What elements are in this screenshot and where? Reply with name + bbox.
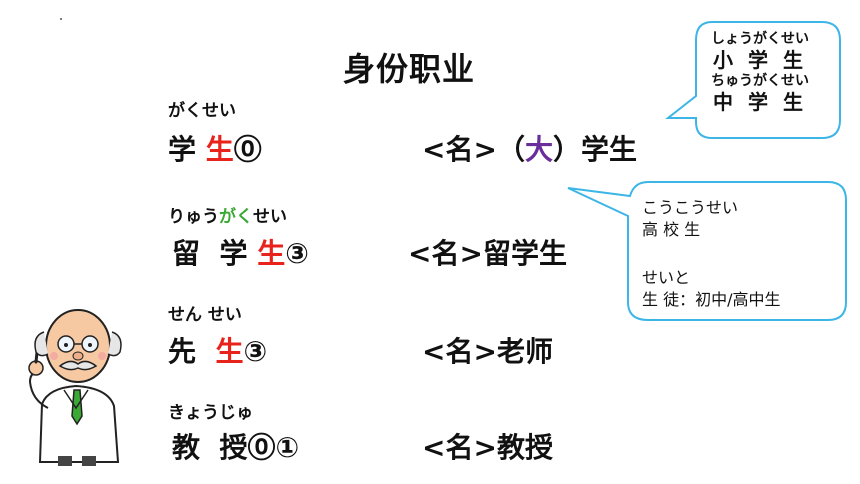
word-gakusei: 学 生⓪	[168, 128, 262, 168]
word-ryuugakusei: 留 学 生③	[172, 232, 309, 272]
page-title: 身份职业	[343, 50, 476, 88]
definition-gakusei: <名>（大）学生	[422, 128, 637, 168]
reading-ryuugakusei: りゅうがくせい	[168, 202, 287, 227]
reading-part-highlight: がく	[219, 207, 253, 227]
word-char-highlight: 生	[257, 237, 286, 270]
pos-tag: <名>	[422, 431, 497, 464]
word-char: 授	[219, 431, 248, 464]
word-char: 教	[172, 431, 201, 464]
pos-tag: <名>	[422, 133, 497, 166]
definition-text: 教授	[496, 431, 553, 464]
definition-text: 老师	[496, 335, 553, 368]
callout-bubble-1	[665, 21, 841, 139]
bubble-kanji: 中 学 生	[713, 90, 807, 114]
word-char: 留	[172, 237, 201, 270]
highlight-char: 大	[524, 133, 553, 166]
reading-part: りゅう	[168, 207, 219, 227]
reading-sensei: せん せい	[168, 300, 242, 325]
definition-ryuugakusei: <名>留学生	[408, 232, 567, 272]
reading-part: せい	[207, 305, 242, 325]
accent-mark: ⓪	[233, 133, 262, 166]
callout-bubble-2	[567, 181, 847, 321]
pos-tag: <名>	[408, 237, 483, 270]
accent-mark: ③	[285, 237, 310, 270]
paren-close: ）	[552, 133, 581, 166]
bubble-kana: しょうがくせい	[711, 31, 809, 47]
bubble-kanji: 高 校 生	[642, 220, 701, 239]
bubble-kana: こうこうせい	[642, 198, 739, 217]
word-char: 学	[219, 237, 248, 270]
bubble-kanji: 小 学 生	[713, 48, 807, 72]
accent-mark: ③	[243, 335, 268, 368]
word-char: 先	[168, 335, 197, 368]
corner-dot	[60, 18, 62, 20]
definition-text: 留学生	[482, 237, 567, 270]
word-char-highlight: 生	[215, 335, 244, 368]
reading-part: せい	[253, 207, 287, 227]
word-sensei: 先 生③	[168, 330, 267, 370]
callout-bubble-1-text: しょうがくせい 小 学 生 ちゅうがくせい 中 学 生	[700, 30, 820, 114]
pos-tag: <名>	[422, 335, 497, 368]
reading-kyouju: きょうじゅ	[168, 403, 253, 423]
bubble-kanji: 生 徒：初中/高中生	[642, 290, 781, 309]
bubble-kana: せいと	[642, 268, 691, 287]
definition-text: 学生	[580, 133, 637, 166]
professor-illustration	[28, 309, 122, 466]
paren-open: （	[496, 133, 525, 166]
accent-mark: ⓪①	[247, 431, 300, 464]
reading-gakusei: がくせい	[168, 101, 236, 121]
definition-sensei: <名>老师	[422, 330, 553, 370]
word-char-highlight: 生	[205, 133, 234, 166]
definition-kyouju: <名>教授	[422, 426, 553, 466]
word-kyouju: 教 授⓪①	[172, 426, 299, 466]
word-char: 学	[168, 133, 197, 166]
reading-part: せん	[168, 305, 202, 325]
bubble-kana: ちゅうがくせい	[711, 73, 809, 89]
